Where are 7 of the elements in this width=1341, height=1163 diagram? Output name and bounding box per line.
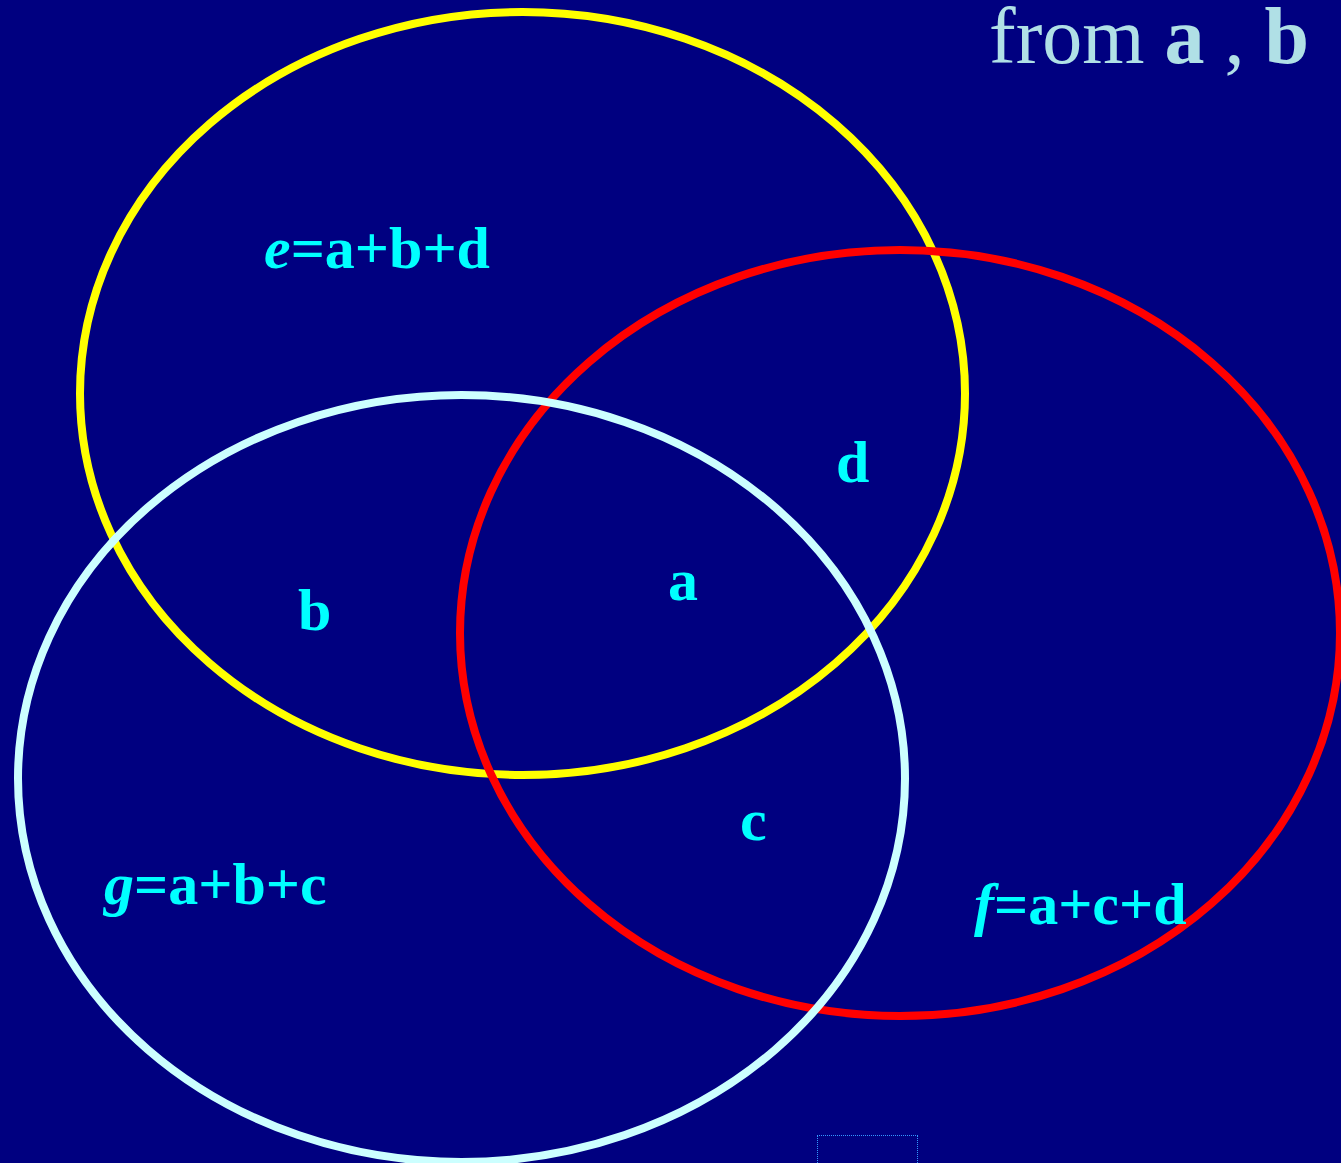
ellipse: [76, 8, 969, 779]
region-label: b: [298, 580, 332, 640]
title: from a , b: [989, 0, 1309, 76]
region-label: d: [836, 432, 870, 492]
region-label: a: [668, 550, 698, 610]
set-formula: e=a+b+d: [264, 218, 490, 278]
region-label: c: [740, 790, 767, 850]
